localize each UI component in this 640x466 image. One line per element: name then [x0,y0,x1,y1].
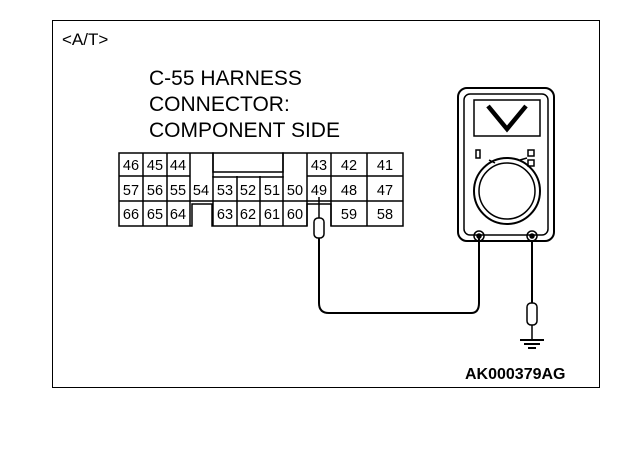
pin-label: 63 [217,207,233,223]
pin-label: 61 [264,207,280,223]
pin-label: 47 [377,183,393,199]
pin-label: 43 [311,158,327,174]
pin-label: 48 [341,183,357,199]
voltmeter-icon [457,87,555,242]
pin-label: 60 [287,207,303,223]
pin-label: 56 [147,183,163,199]
pin-label: 44 [170,158,186,174]
pin-label: 46 [123,158,139,174]
pin-label: 49 [311,183,327,199]
figure-code: AK000379AG [465,366,566,383]
connector-title-line-3: COMPONENT SIDE [149,119,340,142]
pin-label: 64 [170,207,186,223]
section-tag: <A/T> [62,30,109,49]
connector-title-line-1: C-55 HARNESS [149,67,302,90]
pin-label: 66 [123,207,139,223]
pin-label: 62 [240,207,256,223]
harness-connector [118,152,404,227]
pin-label: 50 [287,183,303,199]
test-lead-wire [318,238,480,314]
pin-label: 59 [341,207,357,223]
pin-label: 58 [377,207,393,223]
pin-label: 54 [193,183,209,199]
ground-lead [526,240,538,340]
test-probe-icon [313,197,325,239]
pin-label: 52 [240,183,256,199]
pin-label: 42 [341,158,357,174]
pin-label: 55 [170,183,186,199]
pin-label: 51 [264,183,280,199]
connector-title-line-2: CONNECTOR: [149,93,290,116]
pin-label: 41 [377,158,393,174]
pin-label: 45 [147,158,163,174]
pin-label: 65 [147,207,163,223]
ground-icon [520,339,544,349]
pin-label: 53 [217,183,233,199]
diagram-frame [52,20,600,388]
pin-label: 57 [123,183,139,199]
